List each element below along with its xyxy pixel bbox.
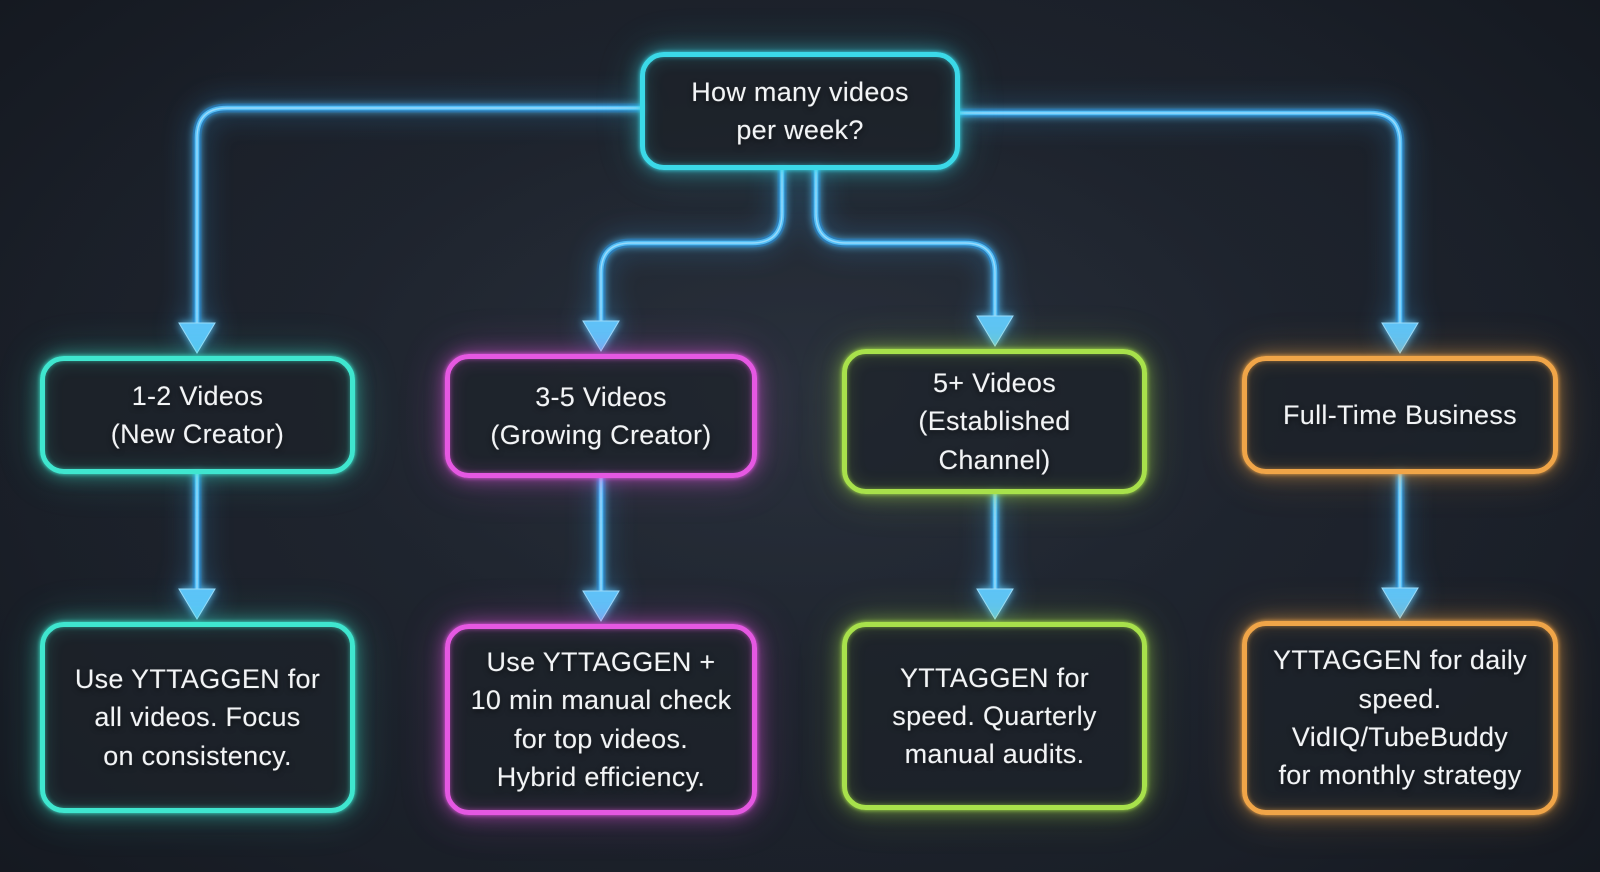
branch-node-3-5-videos: 3-5 Videos (Growing Creator) [445, 354, 757, 478]
connector-root-to-branch4 [955, 108, 1419, 354]
root-node-label: How many videos per week? [691, 76, 909, 145]
outcome-node-established-channel: YTTAGGEN for speed. Quarterly manual aud… [842, 622, 1147, 810]
connector-branch2-to-outcome2 [582, 473, 620, 622]
outcome-node-label: Use YTTAGGEN for all videos. Focus on co… [74, 664, 321, 771]
root-node: How many videos per week? [640, 52, 960, 170]
arrow-head-icon [582, 320, 620, 352]
branch-node-full-time: Full-Time Business [1242, 356, 1558, 474]
arrow-head-icon [976, 588, 1014, 620]
arrow-head-icon [178, 322, 216, 354]
branch-node-5plus-videos: 5+ Videos (Established Channel) [842, 349, 1147, 494]
arrow-head-icon [1381, 322, 1419, 354]
connector-root-to-branch2 [582, 165, 787, 352]
connector-branch3-to-outcome3 [976, 489, 1014, 620]
outcome-node-label: Use YTTAGGEN + 10 min manual check for t… [470, 646, 732, 792]
connector-branch4-to-outcome4 [1381, 469, 1419, 619]
outcome-node-new-creator: Use YTTAGGEN for all videos. Focus on co… [40, 622, 355, 813]
outcome-node-full-time-business: YTTAGGEN for daily speed. VidIQ/TubeBudd… [1242, 621, 1558, 815]
outcome-node-label: YTTAGGEN for daily speed. VidIQ/TubeBudd… [1273, 645, 1527, 791]
arrow-head-icon [582, 590, 620, 622]
branch-node-label: 3-5 Videos (Growing Creator) [490, 381, 712, 450]
branch-node-1-2-videos: 1-2 Videos (New Creator) [40, 356, 355, 474]
connector-branch1-to-outcome1 [178, 469, 216, 620]
connector-root-to-branch1 [178, 103, 645, 354]
arrow-head-icon [976, 315, 1014, 347]
connector-root-to-branch3 [811, 165, 1014, 347]
outcome-node-growing-creator: Use YTTAGGEN + 10 min manual check for t… [445, 624, 757, 815]
branch-node-label: Full-Time Business [1283, 399, 1517, 430]
arrow-head-icon [1381, 587, 1419, 619]
branch-node-label: 5+ Videos (Established Channel) [918, 368, 1071, 475]
arrow-head-icon [178, 588, 216, 620]
outcome-node-label: YTTAGGEN for speed. Quarterly manual aud… [892, 662, 1097, 770]
branch-node-label: 1-2 Videos (New Creator) [110, 380, 285, 449]
